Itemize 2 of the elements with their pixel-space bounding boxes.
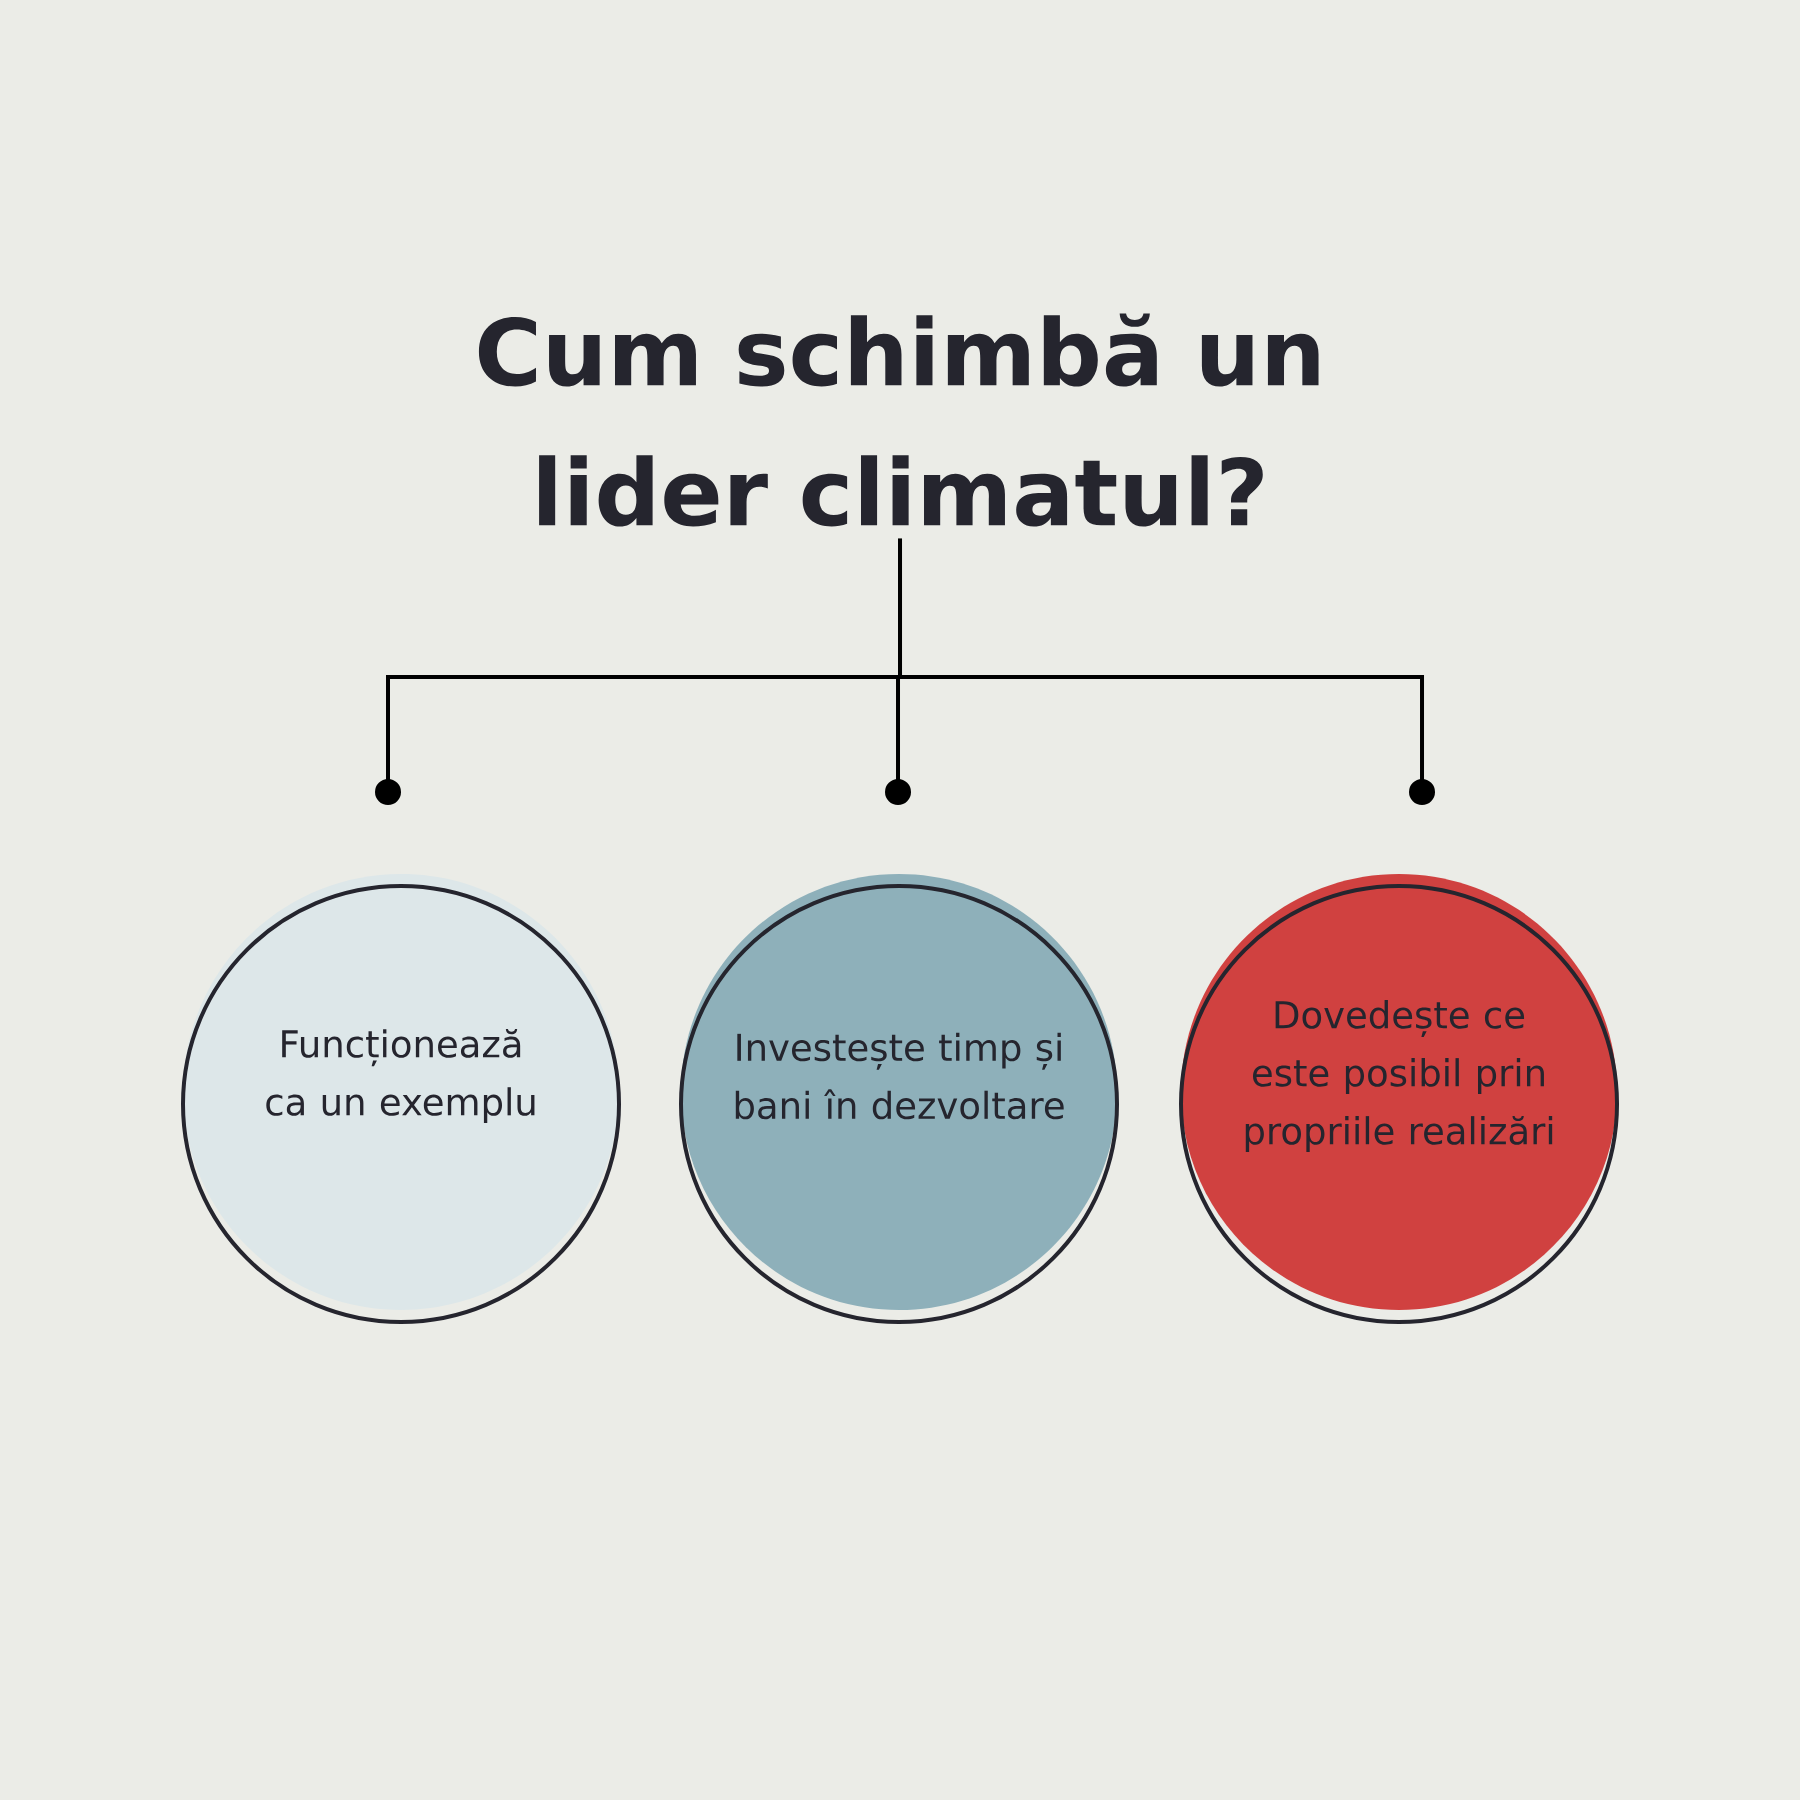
title: Cum schimbă un lider climatul? (478, 313, 1319, 527)
connector-line (898, 538, 1435, 805)
